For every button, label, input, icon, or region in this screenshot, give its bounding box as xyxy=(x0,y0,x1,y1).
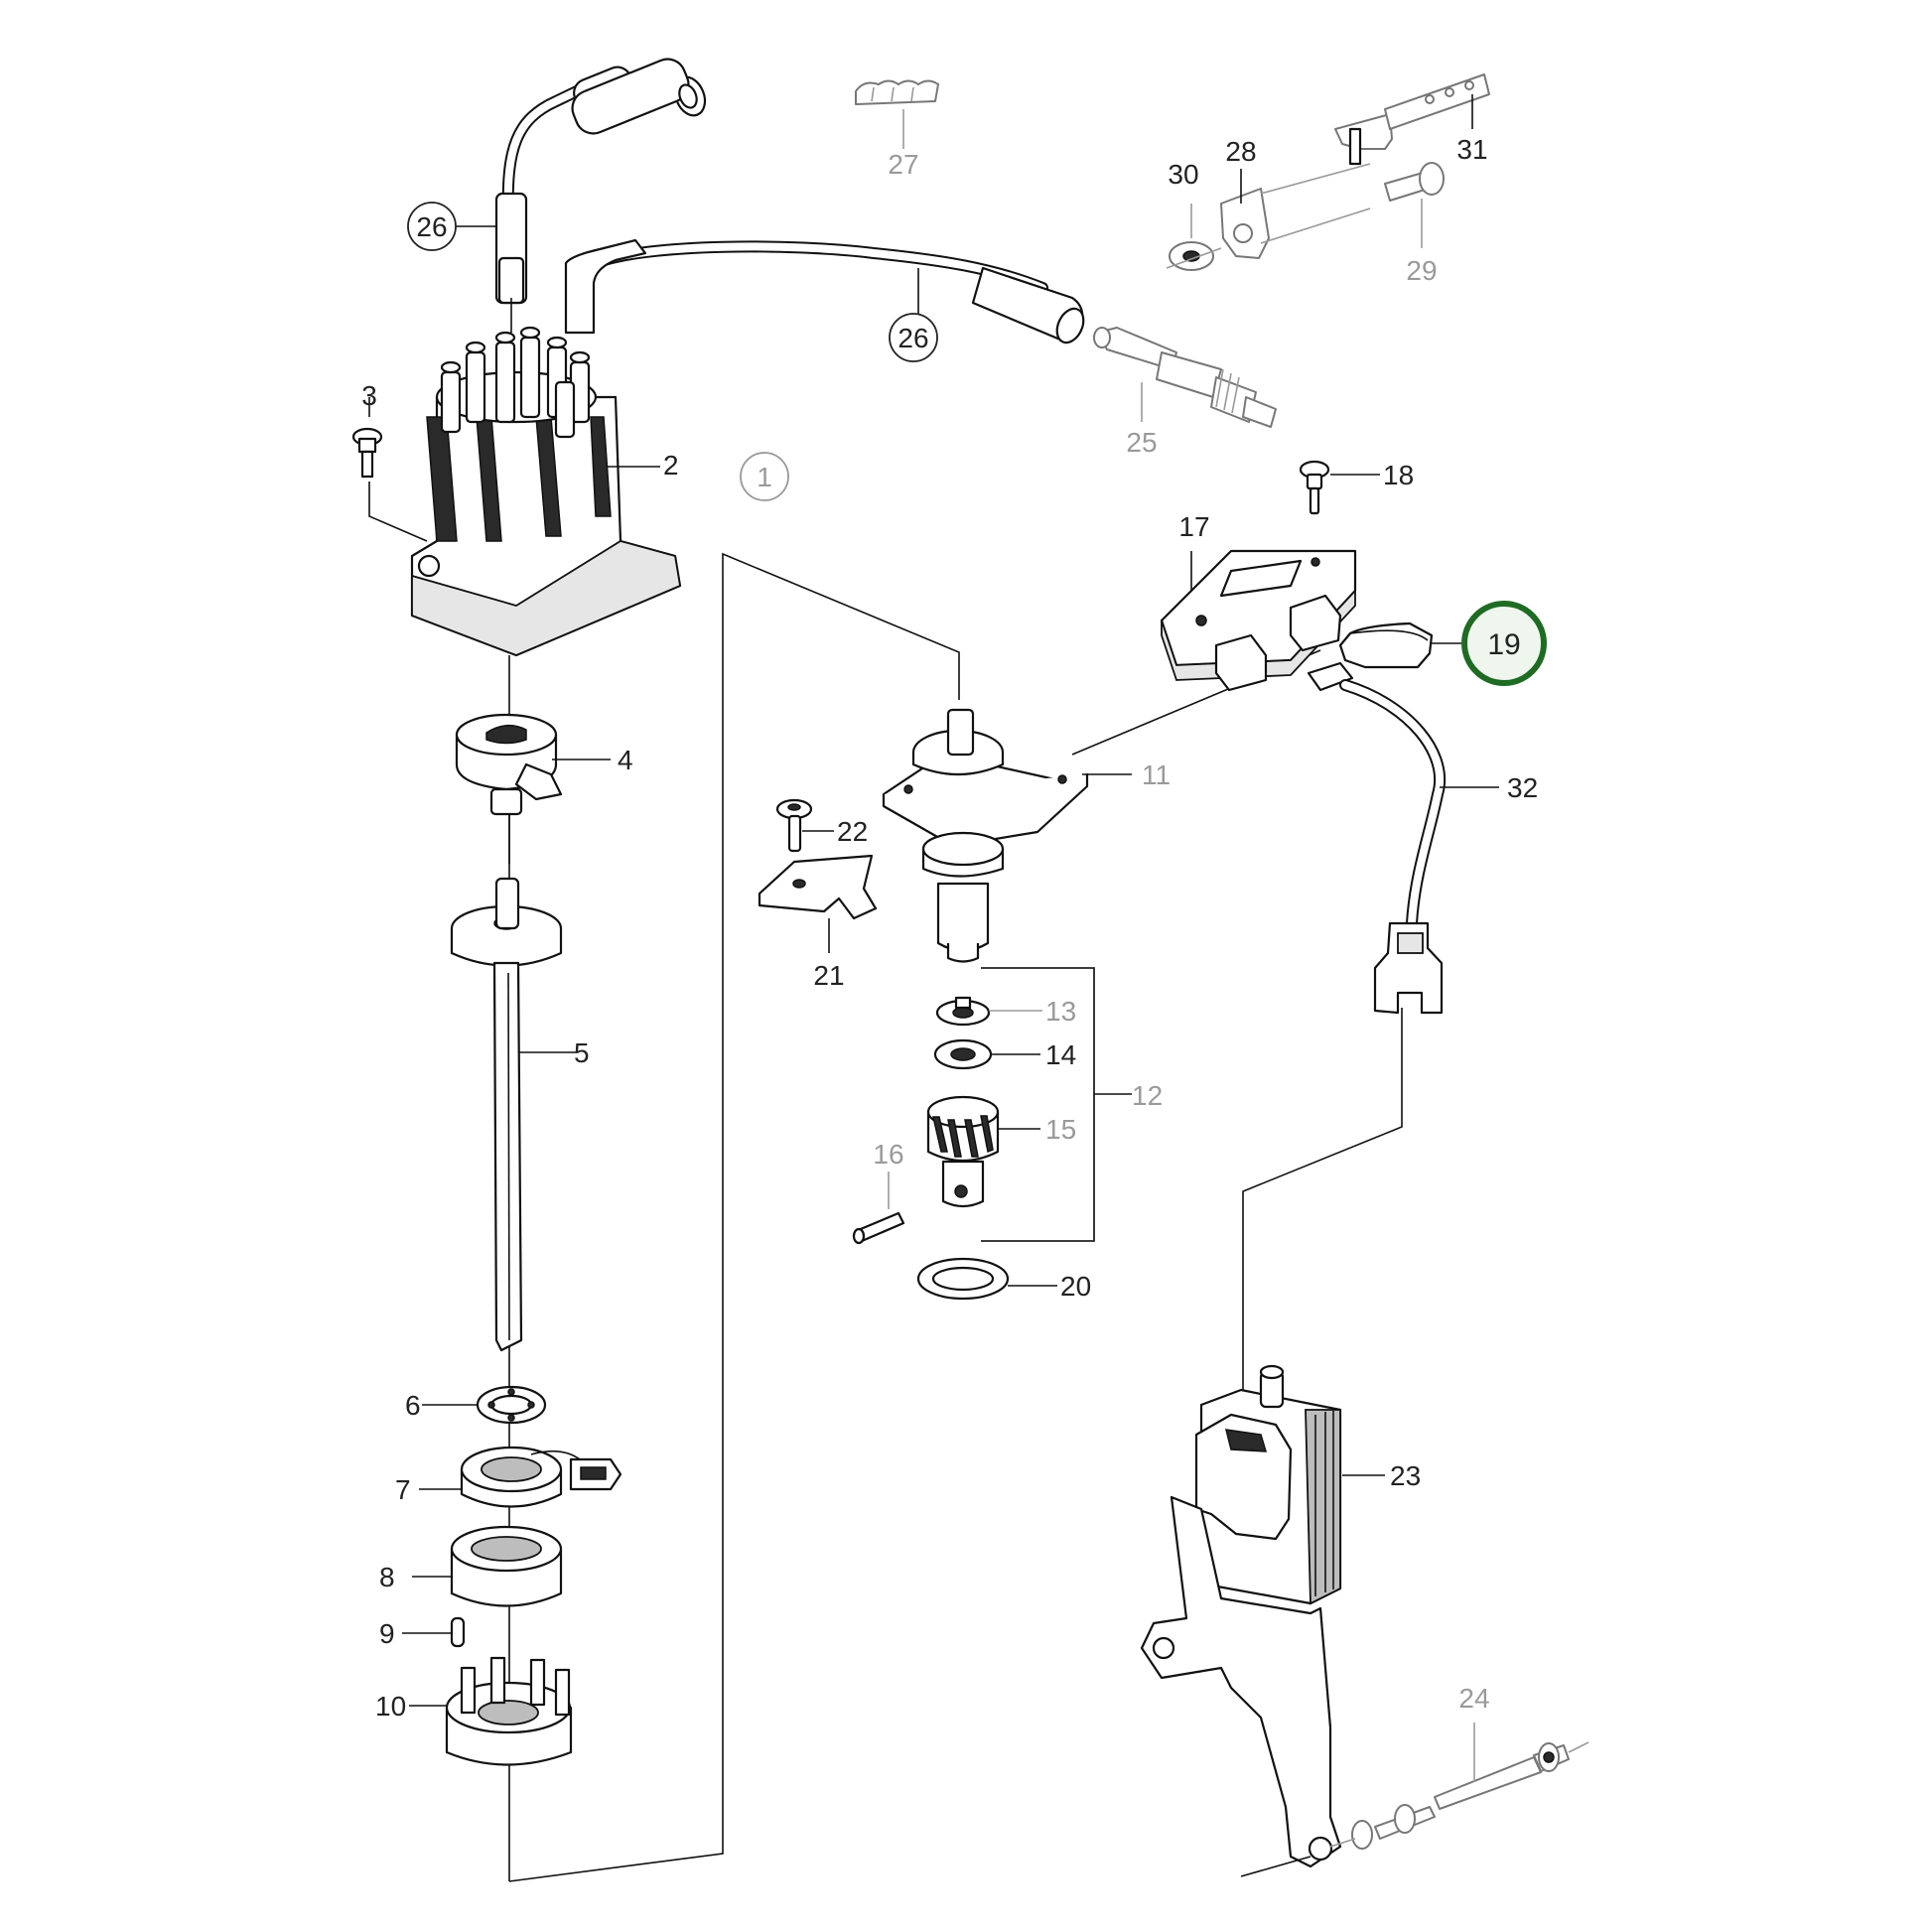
ignition-wire-part-26b xyxy=(564,238,1085,345)
label-12: 12 xyxy=(1132,1080,1163,1111)
callout-circle-1 xyxy=(740,452,789,501)
label-1: 1 xyxy=(757,462,772,492)
rotor-part-4 xyxy=(455,713,563,816)
label-22: 22 xyxy=(837,816,868,847)
ignition-coil-part-23 xyxy=(1140,1364,1342,1868)
label-7: 7 xyxy=(395,1474,411,1505)
base-plate-part-11 xyxy=(882,708,1089,848)
spark-plug-part-25 xyxy=(1093,327,1277,428)
stud-part-24 xyxy=(1329,1741,1589,1850)
module-to-coil-line xyxy=(1242,1008,1403,1435)
pole-piece-part-8 xyxy=(450,1525,563,1607)
label-21: 21 xyxy=(813,960,844,991)
housing-part-10 xyxy=(445,1656,573,1766)
label-23: 23 xyxy=(1390,1460,1421,1491)
label-28: 28 xyxy=(1225,136,1256,167)
label-5: 5 xyxy=(574,1037,590,1068)
connector-part-31 xyxy=(1334,73,1490,166)
label-18: 18 xyxy=(1383,460,1414,490)
label-6: 6 xyxy=(405,1390,421,1421)
label-32: 32 xyxy=(1507,772,1538,803)
pin-part-16 xyxy=(852,1211,905,1245)
label-3: 3 xyxy=(361,380,377,411)
screw-part-18 xyxy=(1299,460,1330,515)
label-8: 8 xyxy=(379,1562,395,1592)
label-26a: 26 xyxy=(416,211,447,242)
gear-part-15 xyxy=(926,1095,1000,1208)
screw-part-22 xyxy=(775,798,813,853)
pickup-coil-part-7 xyxy=(460,1446,622,1508)
screw-part-29 xyxy=(1384,162,1445,202)
ignition-wire-part-26 xyxy=(494,58,707,305)
label-4: 4 xyxy=(618,745,633,775)
label-27: 27 xyxy=(888,149,918,180)
label-17: 17 xyxy=(1178,511,1209,542)
washer-part-14 xyxy=(933,1038,993,1070)
label-20: 20 xyxy=(1060,1271,1091,1302)
label-25: 25 xyxy=(1126,427,1157,458)
callout-circle-26b xyxy=(889,313,938,362)
label-24: 24 xyxy=(1458,1683,1489,1714)
harness-part-32 xyxy=(1307,661,1447,1015)
label-16: 16 xyxy=(873,1139,903,1170)
ignition-module-part-17 xyxy=(1160,549,1357,692)
shaft-housing xyxy=(921,831,1005,963)
washer-part-20 xyxy=(916,1257,1010,1301)
label-15: 15 xyxy=(1045,1114,1076,1145)
distributor-cap-part-2 xyxy=(410,326,682,657)
group-bracket-12 xyxy=(981,967,1095,1242)
pin-part-9 xyxy=(450,1616,466,1648)
connector-part-19 xyxy=(1338,621,1434,669)
label-29: 29 xyxy=(1406,255,1437,286)
label-19: 19 xyxy=(1487,628,1520,661)
label-26b: 26 xyxy=(897,323,928,353)
screw-part-3 xyxy=(351,427,383,479)
clip-part-27 xyxy=(855,79,939,105)
shaft-part-5 xyxy=(450,877,563,1352)
clip-part-13 xyxy=(935,996,991,1027)
label-2: 2 xyxy=(663,450,679,481)
label-30: 30 xyxy=(1168,159,1198,190)
label-10: 10 xyxy=(375,1691,406,1722)
label-11: 11 xyxy=(1142,759,1171,790)
assembly-outline-line xyxy=(508,552,960,1882)
label-9: 9 xyxy=(379,1618,395,1649)
label-31: 31 xyxy=(1456,134,1487,165)
label-14: 14 xyxy=(1045,1039,1076,1070)
washer-part-6 xyxy=(476,1385,547,1425)
label-13: 13 xyxy=(1045,996,1076,1027)
washer-part-30 xyxy=(1169,241,1214,271)
bracket-part-28 xyxy=(1220,163,1371,259)
plate-part-21 xyxy=(758,854,878,920)
highlighted-callout-19 xyxy=(1461,601,1547,686)
